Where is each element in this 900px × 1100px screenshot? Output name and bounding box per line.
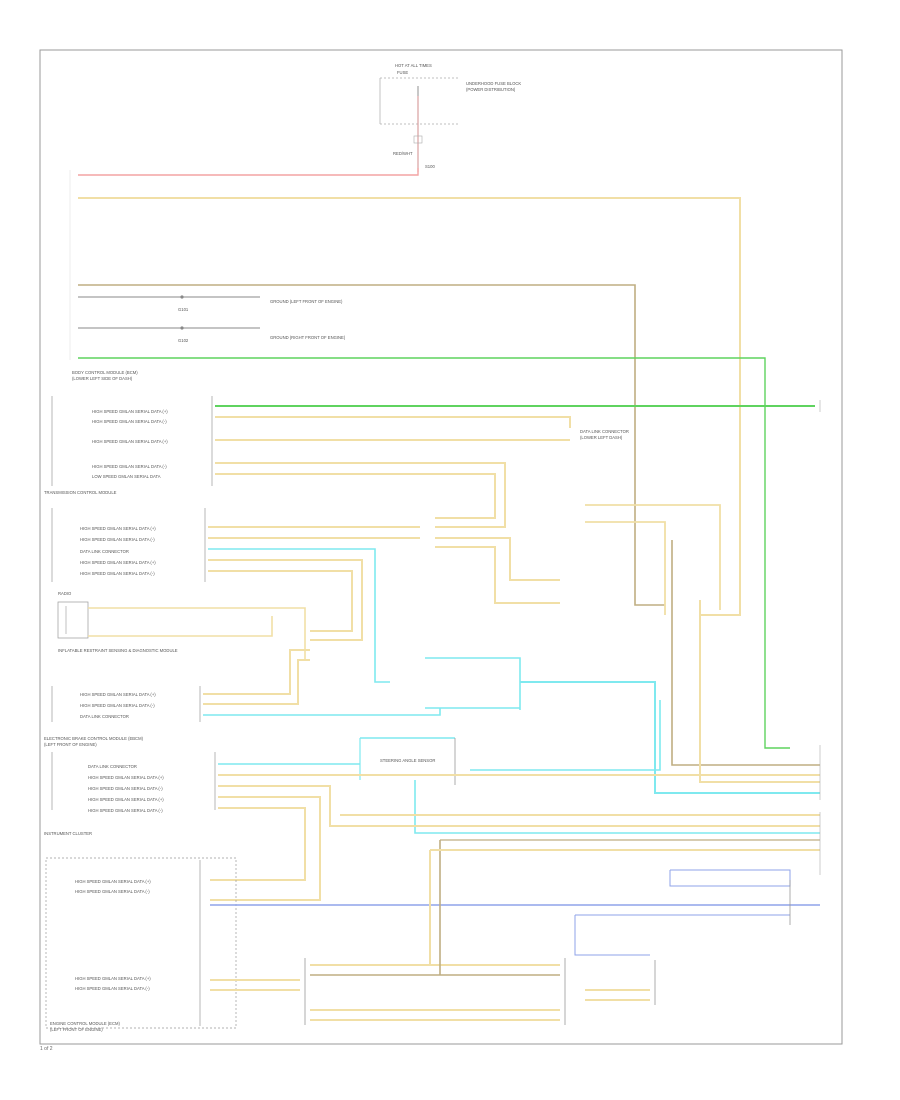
bcm-tan-wires: DATA LINK CONNECTOR (LOWER LEFT DASH) xyxy=(215,416,629,528)
bottom-pin-1: HIGH SPEED GMLAN SERIAL DATA (+) xyxy=(75,879,151,884)
wire-red-top-label: RED/WHT xyxy=(393,151,413,156)
steering-label: STEERING ANGLE SENSOR xyxy=(380,758,435,763)
ground-label-1: GROUND (LEFT FRONT OF ENGINE) xyxy=(270,299,343,304)
body-control-label2: (LOWER LEFT SIDE OF DASH) xyxy=(72,376,133,381)
bcm-pin-2: HIGH SPEED GMLAN SERIAL DATA (-) xyxy=(92,419,167,424)
top-block-label: UNDERHOOD FUSE BLOCK xyxy=(466,81,521,86)
ecm-pin-3: DATA LINK CONNECTOR xyxy=(80,714,129,719)
instrument-label: INSTRUMENT CLUSTER xyxy=(44,831,92,836)
bcm-pin-5: LOW SPEED GMLAN SERIAL DATA xyxy=(92,474,161,479)
top-fuse-block: HOT AT ALL TIMES FUSE UNDERHOOD FUSE BLO… xyxy=(379,63,521,172)
ecm-label2: (LEFT FRONT OF ENGINE) xyxy=(50,1027,103,1032)
tcm-pin-3: DATA LINK CONNECTOR xyxy=(80,549,129,554)
tcm-pin-4: HIGH SPEED GMLAN SERIAL DATA (+) xyxy=(80,560,156,565)
g-node-1: G101 xyxy=(178,307,189,312)
dlc-label: DATA LINK CONNECTOR xyxy=(580,429,629,434)
ebcm-pin-1: DATA LINK CONNECTOR xyxy=(88,764,137,769)
ebcm-label2: (LEFT FRONT OF ENGINE) xyxy=(44,742,97,747)
ecm-block: HIGH SPEED GMLAN SERIAL DATA (+) HIGH SP… xyxy=(51,649,441,722)
bottom-wires xyxy=(210,839,820,1025)
dlc-sub-label: (LOWER LEFT DASH) xyxy=(580,435,623,440)
top-wires: G101 G102 GROUND (LEFT FRONT OF ENGINE) … xyxy=(72,168,790,749)
tcm-pin-5: HIGH SPEED GMLAN SERIAL DATA (-) xyxy=(80,571,155,576)
ebcm-pin-2: HIGH SPEED GMLAN SERIAL DATA (+) xyxy=(88,775,164,780)
radio-label: RADIO xyxy=(58,591,72,596)
body-control-label: BODY CONTROL MODULE (BCM) xyxy=(72,370,138,375)
bcm-pin-3: HIGH SPEED GMLAN SERIAL DATA (+) xyxy=(92,439,168,444)
bcm-pin-4: HIGH SPEED GMLAN SERIAL DATA (-) xyxy=(92,464,167,469)
tcm-wires xyxy=(208,526,560,683)
top-fuse-label: HOT AT ALL TIMES xyxy=(395,63,432,68)
g-node-2: G102 xyxy=(178,338,189,343)
bottom-pin-2: HIGH SPEED GMLAN SERIAL DATA (-) xyxy=(75,889,150,894)
tcm-pin-2: HIGH SPEED GMLAN SERIAL DATA (-) xyxy=(80,537,155,542)
cyan-network: STEERING ANGLE SENSOR xyxy=(359,657,820,834)
bottom-pin-3: HIGH SPEED GMLAN SERIAL DATA (+) xyxy=(75,976,151,981)
tcm-label: TRANSMISSION CONTROL MODULE xyxy=(44,490,117,495)
bottom-pin-4: HIGH SPEED GMLAN SERIAL DATA (-) xyxy=(75,986,150,991)
tcm-pin-1: HIGH SPEED GMLAN SERIAL DATA (+) xyxy=(80,526,156,531)
ebcm-pin-3: HIGH SPEED GMLAN SERIAL DATA (-) xyxy=(88,786,163,791)
ebcm-label: ELECTRONIC BRAKE CONTROL MODULE (EBCM) xyxy=(44,736,144,741)
ebcm-pin-4: HIGH SPEED GMLAN SERIAL DATA (+) xyxy=(88,797,164,802)
top-block-label2: (POWER DISTRIBUTION) xyxy=(466,87,516,92)
ebcm-pin-5: HIGH SPEED GMLAN SERIAL DATA (-) xyxy=(88,808,163,813)
ground-label-2: GROUND (RIGHT FRONT OF ENGINE) xyxy=(270,335,346,340)
radio-block: RADIO INFLATABLE RESTRAINT SENSING & DIA… xyxy=(57,591,306,660)
tcm-block: TRANSMISSION CONTROL MODULE HIGH SPEED G… xyxy=(44,490,206,582)
bcm-pin-1: HIGH SPEED GMLAN SERIAL DATA (+) xyxy=(92,409,168,414)
bottom-tcm-block: INSTRUMENT CLUSTER HIGH SPEED GMLAN SERI… xyxy=(44,831,237,1032)
ebcm-wires xyxy=(210,504,820,901)
splice-top-label: S100 xyxy=(425,164,435,169)
ecm-pin-1: HIGH SPEED GMLAN SERIAL DATA (+) xyxy=(80,692,156,697)
ecm-label: ENGINE CONTROL MODULE (ECM) xyxy=(50,1021,120,1026)
bcm-block: HIGH SPEED GMLAN SERIAL DATA (+) HIGH SP… xyxy=(51,396,213,486)
inflatable-label: INFLATABLE RESTRAINT SENSING & DIAGNOSTI… xyxy=(58,648,178,653)
ebcm-block: ELECTRONIC BRAKE CONTROL MODULE (EBCM) (… xyxy=(44,736,216,813)
page-footer: 1 of 2 xyxy=(40,1046,53,1052)
diagram-frame xyxy=(39,49,843,1045)
top-fuse-sub: FUSE xyxy=(397,70,408,75)
ecm-pin-2: HIGH SPEED GMLAN SERIAL DATA (-) xyxy=(80,703,155,708)
